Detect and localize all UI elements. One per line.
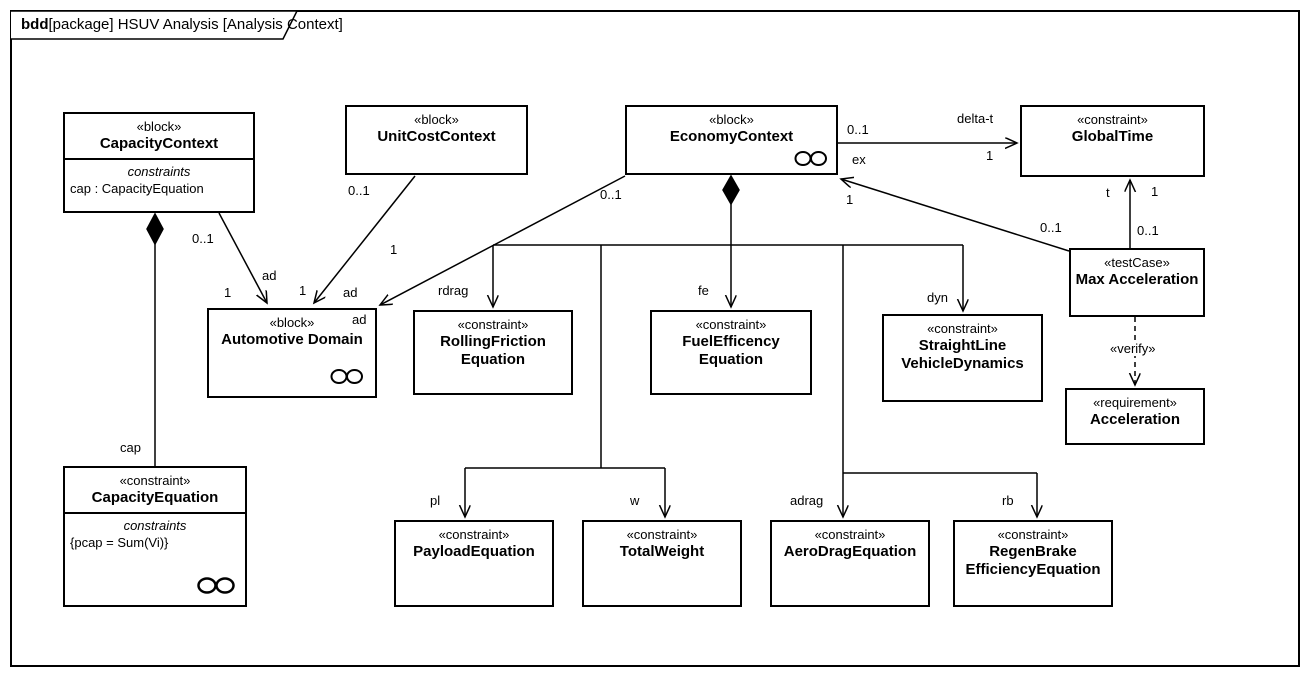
edge-economy-to-domain[interactable] [380, 175, 626, 305]
role-label-cap: cap [120, 440, 141, 455]
constraint-item: {pcap = Sum(Vi)} [70, 535, 169, 550]
role-label-ad-economy: ad [352, 312, 367, 327]
block-total-weight[interactable]: «constraint» TotalWeight [582, 520, 742, 607]
composition-diamond-icon [146, 212, 164, 246]
stereotype-label: «requirement» [1093, 395, 1177, 410]
multiplicity-capacity-source: 0..1 [192, 231, 214, 246]
role-label-dyn: dyn [927, 290, 948, 305]
stereotype-label: «constraint» [626, 527, 698, 542]
parts-icon [197, 577, 235, 594]
constraint-item: cap : CapacityEquation [70, 181, 204, 196]
role-label-delta-t: delta-t [957, 111, 994, 126]
block-name: GlobalTime [1071, 128, 1154, 145]
role-label-rb: rb [1002, 493, 1014, 508]
block-max-acceleration[interactable]: «testCase» Max Acceleration [1069, 248, 1205, 317]
role-label-w: w [630, 493, 640, 508]
block-straightline-vehicledynamics[interactable]: «constraint» StraightLine VehicleDynamic… [882, 314, 1043, 402]
parts-icon [330, 369, 363, 384]
block-name: Automotive Domain [221, 331, 363, 348]
edge-capacity-to-domain[interactable] [218, 212, 267, 303]
verify-stereotype-label: «verify» [1107, 341, 1159, 356]
block-automotive-domain[interactable]: «block» Automotive Domain [207, 308, 377, 398]
frame-title: bdd[package] HSUV Analysis [Analysis Con… [21, 16, 343, 33]
role-label-ad-unitcost: ad [343, 285, 358, 300]
role-label-t: t [1106, 185, 1110, 200]
role-label-ad-capacity: ad [262, 268, 277, 283]
stereotype-label: «constraint» [695, 317, 767, 332]
multiplicity-t-source: 0..1 [1137, 223, 1159, 238]
block-fuel-efficency-equation[interactable]: «constraint» FuelEfficency Equation [650, 310, 812, 395]
stereotype-label: «constraint» [1077, 112, 1148, 127]
stereotype-label: «constraint» [997, 527, 1069, 542]
role-label-ex: ex [852, 152, 866, 167]
multiplicity-ex-target: 1 [846, 192, 854, 207]
block-acceleration-requirement[interactable]: «requirement» Acceleration [1065, 388, 1205, 445]
role-label-pl: pl [430, 493, 441, 508]
block-global-time[interactable]: «constraint» GlobalTime [1020, 105, 1205, 177]
multiplicity-capacity-target: 1 [224, 285, 232, 300]
stereotype-label: «constraint» [927, 321, 998, 336]
multiplicity-t-target: 1 [1151, 184, 1159, 199]
role-label-rdrag: rdrag [438, 283, 469, 298]
stereotype-label: «block» [269, 315, 315, 330]
edge-unitcost-to-domain[interactable] [314, 175, 416, 303]
block-regenbrake-efficiency-equation[interactable]: «constraint» RegenBrake EfficiencyEquati… [953, 520, 1113, 607]
compartment-title: constraints [127, 164, 191, 179]
edge-maxacc-to-economy[interactable] [841, 179, 1070, 252]
block-aero-drag-equation[interactable]: «constraint» AeroDragEquation [770, 520, 930, 607]
block-name: CapacityContext [99, 135, 219, 152]
composition-diamond-icon [722, 174, 740, 206]
block-unit-cost-context[interactable]: «block» UnitCostContext [345, 105, 528, 175]
block-capacity-equation[interactable]: «constraint» CapacityEquation constraint… [63, 466, 247, 607]
frame-title-text: [package] HSUV Analysis [Analysis Contex… [48, 16, 343, 33]
multiplicity-unitcost-source: 0..1 [348, 183, 370, 198]
block-name-line2: EfficiencyEquation [965, 561, 1101, 578]
block-name: RollingFriction Equation [440, 333, 546, 368]
frame-title-tab [11, 10, 299, 40]
block-capacity-context[interactable]: «block» CapacityContext constraints cap … [63, 112, 255, 213]
stereotype-label: «constraint» [814, 527, 886, 542]
stereotype-label: «block» [136, 119, 182, 134]
stereotype-label: «constraint» [119, 473, 191, 488]
stereotype-label: «block» [709, 112, 754, 127]
stereotype-label: «testCase» [1104, 255, 1170, 270]
stereotype-label: «constraint» [438, 527, 510, 542]
multiplicity-deltat-source: 0..1 [847, 122, 869, 137]
multiplicity-unitcost-target: 1 [299, 283, 307, 298]
edge-capacity-composition[interactable] [146, 212, 164, 466]
multiplicity-ex-source: 0..1 [1040, 220, 1062, 235]
stereotype-label: «block» [414, 112, 459, 127]
block-name: AeroDragEquation [783, 543, 917, 560]
block-economy-context[interactable]: «block» EconomyContext [625, 105, 838, 175]
multiplicity-economy-source: 0..1 [600, 187, 622, 202]
block-name-line1: RegenBrake [989, 543, 1077, 560]
multiplicity-deltat-target: 1 [986, 148, 994, 163]
frame-title-keyword: bdd [21, 16, 49, 33]
compartment-title: constraints [123, 518, 187, 533]
block-name-line1: StraightLine [918, 337, 1007, 354]
multiplicity-economy-target: 1 [390, 242, 398, 257]
block-rolling-friction-equation[interactable]: «constraint» RollingFriction Equation [413, 310, 573, 395]
block-name: TotalWeight [619, 543, 705, 560]
block-name-line2: VehicleDynamics [901, 355, 1024, 372]
stereotype-label: «constraint» [457, 317, 529, 332]
block-payload-equation[interactable]: «constraint» PayloadEquation [394, 520, 554, 607]
block-name: FuelEfficency Equation [682, 333, 780, 368]
diagram-frame [10, 10, 1300, 667]
block-name: Acceleration [1089, 411, 1181, 428]
block-name: Max Acceleration [1075, 271, 1199, 288]
block-name: CapacityEquation [91, 489, 219, 506]
role-label-adrag: adrag [790, 493, 824, 508]
block-name: EconomyContext [669, 128, 794, 145]
edge-economy-parts-tree[interactable] [465, 174, 1037, 517]
role-label-fe: fe [698, 283, 709, 298]
block-name: PayloadEquation [413, 543, 535, 560]
block-name: UnitCostContext [377, 128, 496, 145]
parts-icon [794, 151, 827, 166]
